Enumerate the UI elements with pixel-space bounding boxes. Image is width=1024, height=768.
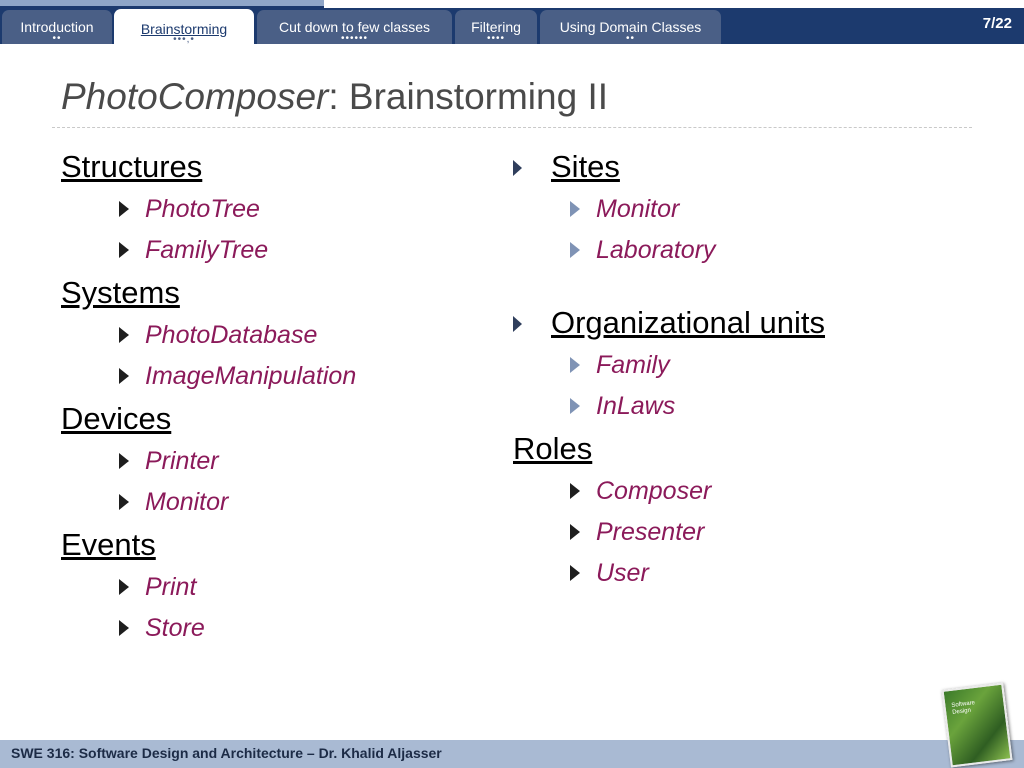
footer-text: SWE 316: Software Design and Architectur…: [11, 745, 442, 761]
list-item-label: Print: [145, 573, 197, 601]
right-triangle-icon: [119, 242, 129, 258]
spacer: [551, 271, 825, 301]
list-item-label: Laboratory: [596, 236, 716, 264]
tab-label: Introduction: [20, 19, 94, 35]
tab-progress-dots: ••••••: [340, 33, 368, 44]
right-triangle-icon: [570, 565, 580, 581]
book-label-line: Design: [951, 707, 972, 716]
tab-progress-dots: ••: [625, 33, 635, 44]
slide-title-italic: PhotoComposer: [61, 76, 329, 117]
list-item-label: Family: [596, 351, 670, 379]
right-triangle-icon: [119, 494, 129, 510]
list-item-label: PhotoDatabase: [145, 321, 318, 349]
right-triangle-icon: [119, 579, 129, 595]
heading-label: Organizational units: [551, 305, 825, 340]
tab-label: Cut down to few classes: [279, 19, 430, 35]
tab-label: Filtering: [471, 19, 521, 35]
list-item: Printer: [119, 441, 356, 482]
list-item-label: Composer: [596, 477, 712, 505]
right-triangle-icon: [570, 201, 580, 217]
right-triangle-icon: [119, 201, 129, 217]
tab-label: Using Domain Classes: [559, 19, 702, 35]
category-heading-structures: Structures: [61, 149, 203, 184]
right-triangle-icon: [119, 368, 129, 384]
category-heading-systems: Systems: [61, 275, 180, 310]
tab-brainstorming[interactable]: Brainstorming •••,•: [114, 9, 254, 45]
left-column: Structures PhotoTree FamilyTree Systems …: [61, 145, 356, 649]
list-item: User: [570, 553, 825, 594]
heading-label: Sites: [551, 149, 620, 184]
list-item: InLaws: [570, 386, 825, 427]
page-number: 7/22: [982, 15, 1012, 32]
list-item: Store: [119, 608, 356, 649]
list-item: PhotoTree: [119, 189, 356, 230]
tab-cut-down[interactable]: Cut down to few classes ••••••: [257, 10, 452, 44]
tab-progress-dots: ••••: [486, 33, 505, 44]
list-item-label: Monitor: [145, 488, 229, 516]
right-triangle-icon: [119, 327, 129, 343]
list-item: Laboratory: [570, 230, 825, 271]
category-heading-devices: Devices: [61, 401, 172, 436]
category-heading-organizational-units: Organizational units: [513, 301, 825, 345]
category-heading-sites: Sites: [513, 145, 825, 189]
list-item: PhotoDatabase: [119, 315, 356, 356]
right-triangle-icon: [513, 316, 522, 332]
list-item: FamilyTree: [119, 230, 356, 271]
list-item: Monitor: [119, 482, 356, 523]
tab-filtering[interactable]: Filtering ••••: [455, 10, 537, 44]
list-item: Composer: [570, 471, 825, 512]
list-item-label: PhotoTree: [145, 195, 260, 223]
list-item: Family: [570, 345, 825, 386]
tab-label: Brainstorming: [140, 21, 228, 37]
right-triangle-icon: [119, 620, 129, 636]
right-triangle-icon: [570, 483, 580, 499]
list-item-label: User: [596, 559, 649, 587]
progress-strip: [0, 0, 324, 6]
slide-title: PhotoComposer: Brainstorming II: [61, 76, 608, 118]
top-strip: [324, 0, 1024, 8]
list-item-label: Presenter: [596, 518, 705, 546]
tab-progress-dots: ••: [52, 33, 62, 44]
slide-title-rest: : Brainstorming II: [328, 76, 609, 117]
list-item-label: ImageManipulation: [145, 362, 357, 390]
right-triangle-icon: [570, 357, 580, 373]
footer-bar: [0, 740, 1024, 768]
tab-progress-dots: •••,•: [173, 34, 195, 45]
right-column: Sites Monitor Laboratory Organizational …: [513, 145, 825, 594]
list-item-label: InLaws: [596, 392, 676, 420]
list-item-label: FamilyTree: [145, 236, 269, 264]
list-item: Monitor: [570, 189, 825, 230]
list-item: Presenter: [570, 512, 825, 553]
right-triangle-icon: [513, 160, 522, 176]
list-item-label: Printer: [145, 447, 219, 475]
right-triangle-icon: [570, 398, 580, 414]
right-triangle-icon: [570, 242, 580, 258]
right-triangle-icon: [119, 453, 129, 469]
list-item-label: Store: [145, 614, 205, 642]
list-item: Print: [119, 567, 356, 608]
category-heading-events: Events: [61, 527, 156, 562]
category-heading-roles: Roles: [513, 431, 593, 466]
tab-introduction[interactable]: Introduction ••: [2, 10, 112, 44]
right-triangle-icon: [570, 524, 580, 540]
list-item: ImageManipulation: [119, 356, 357, 397]
tab-using-domain-classes[interactable]: Using Domain Classes ••: [540, 10, 721, 44]
title-divider: [52, 127, 972, 128]
list-item-label: Monitor: [596, 195, 680, 223]
